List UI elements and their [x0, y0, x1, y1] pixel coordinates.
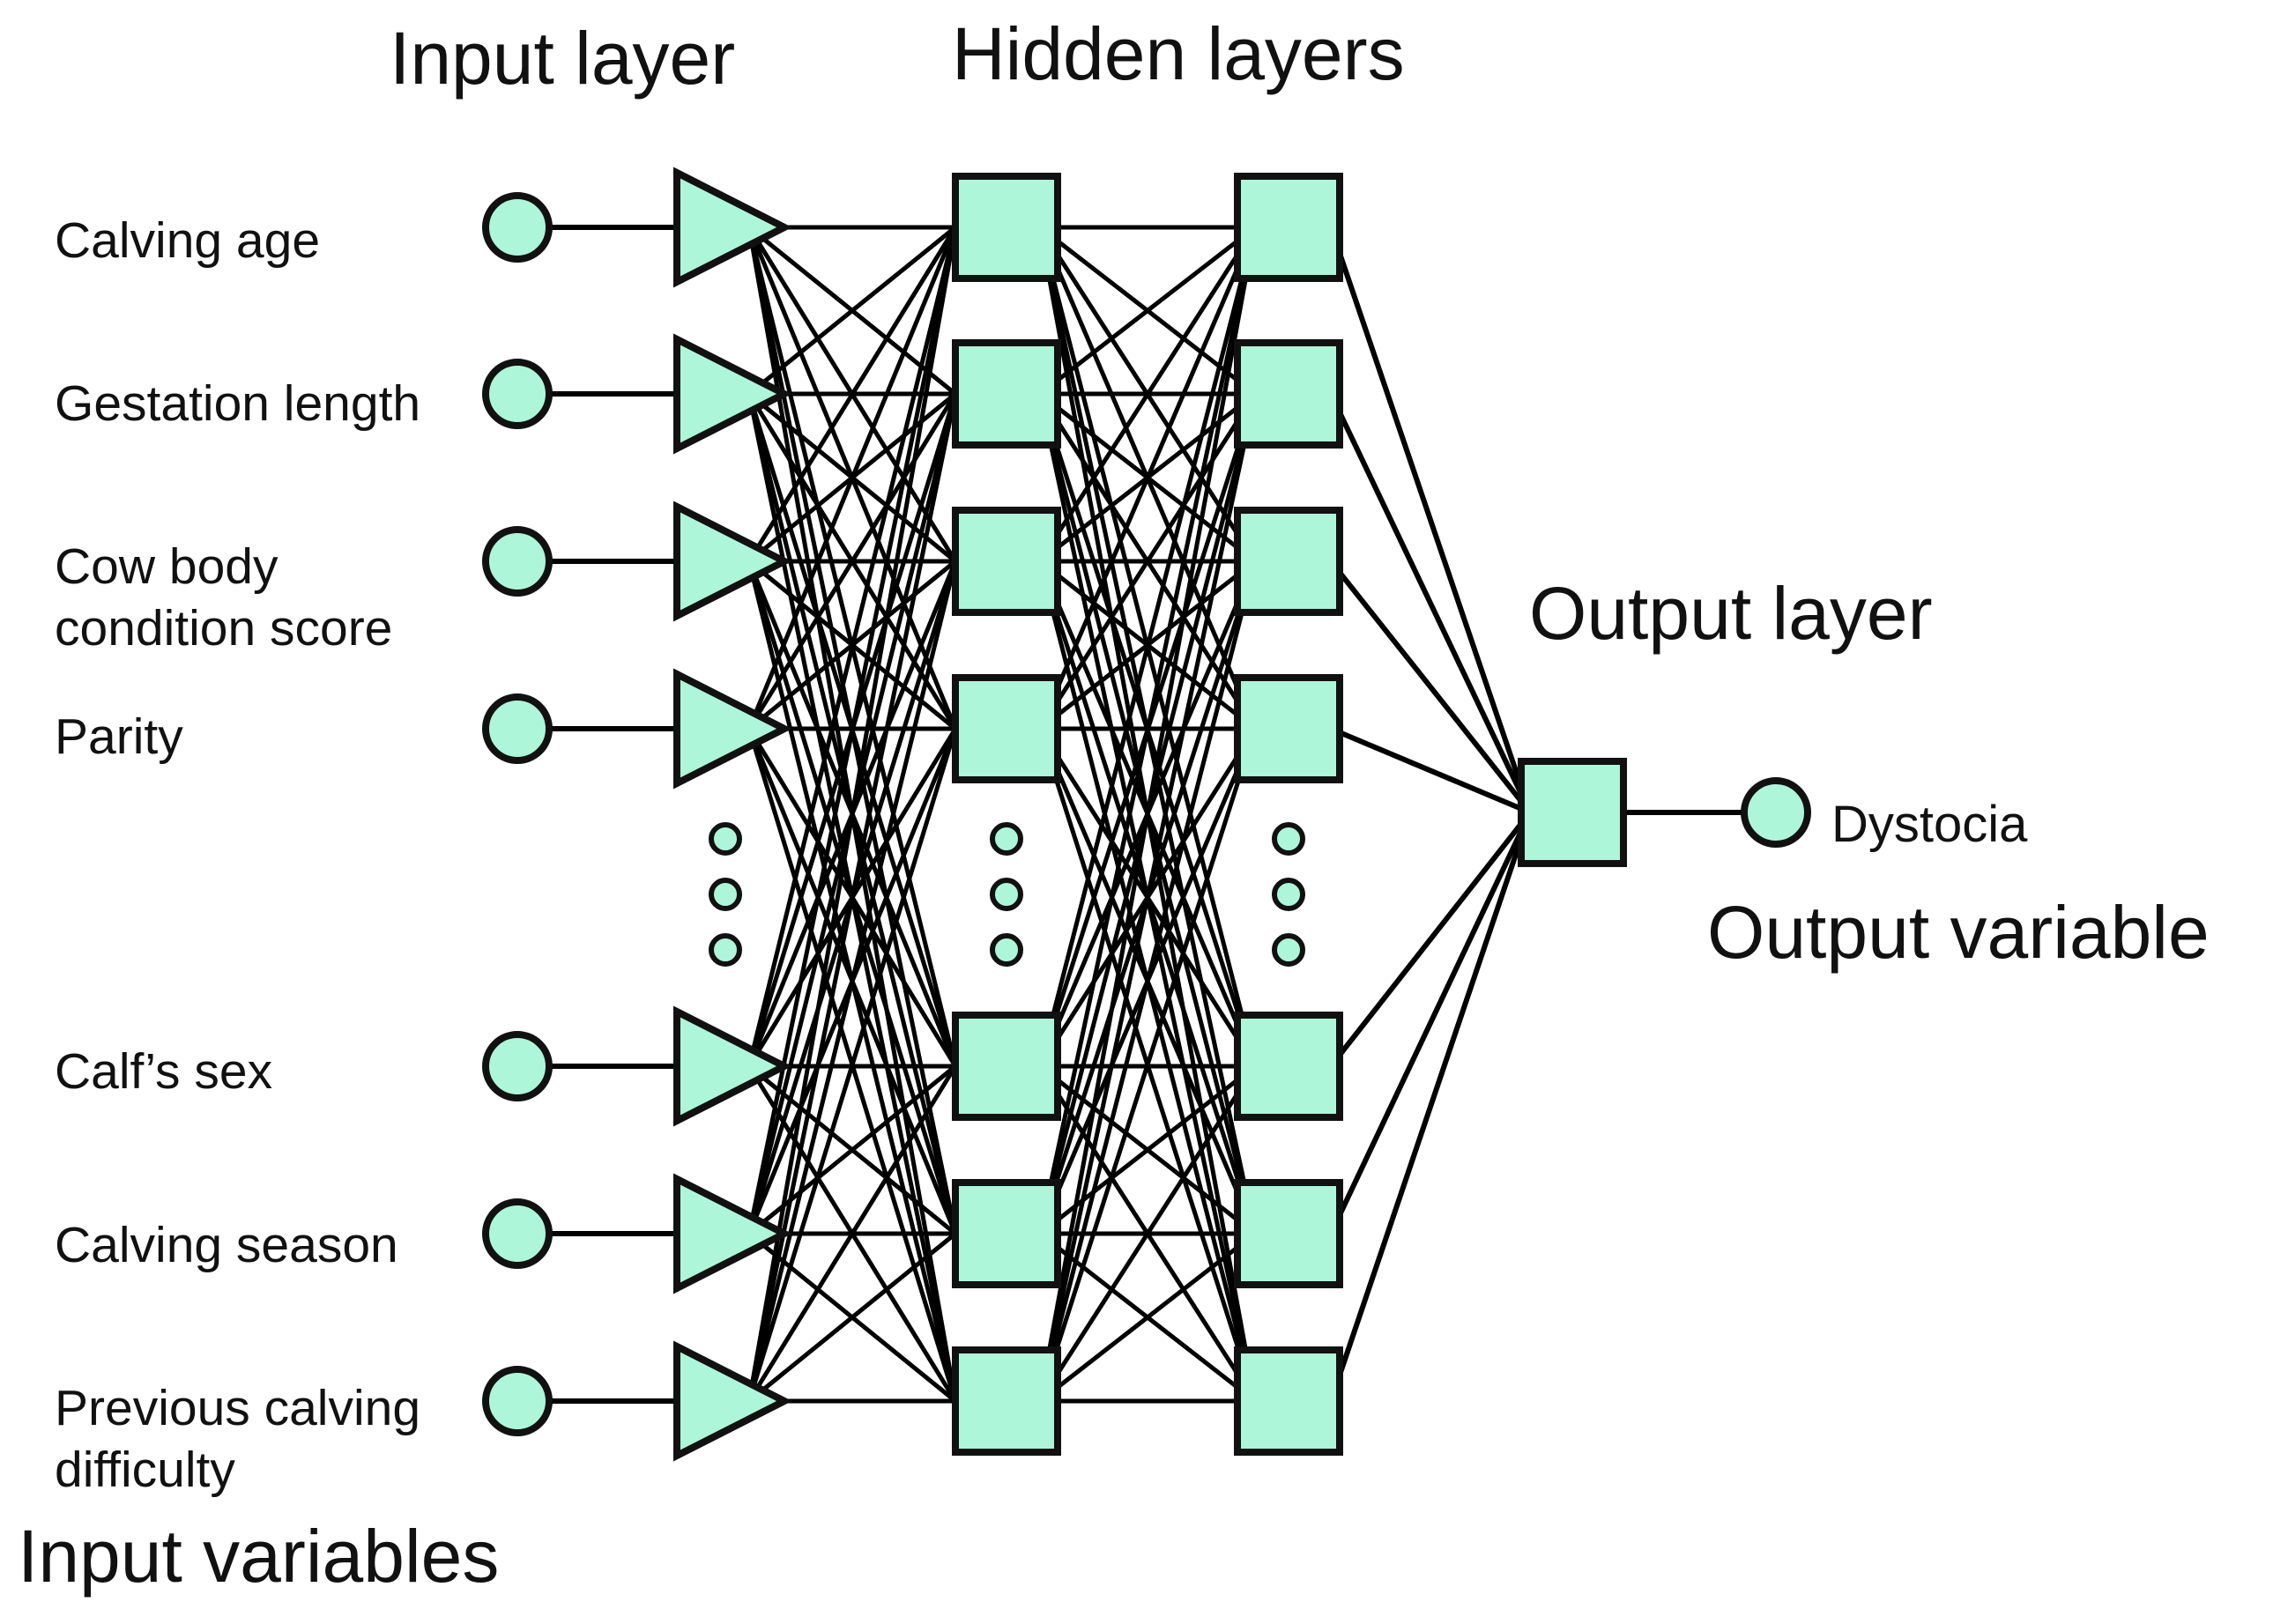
output-variable-node [1741, 777, 1811, 848]
ellipsis-dot-1-2 [709, 878, 742, 911]
input-label-5-line-1: Calf’s sex [55, 1043, 272, 1100]
ellipsis-dot-2-1 [990, 822, 1023, 856]
edge-h1n4-h2n1 [1037, 226, 1258, 730]
input-label-1: Calving age [55, 212, 320, 269]
edge-h1n3-h2n1 [1037, 226, 1258, 563]
input-node-2 [482, 359, 553, 429]
edge-h1n2-h2n1 [1038, 226, 1257, 396]
edge-tri2-h1n1 [747, 226, 957, 396]
edge-h1n7-h2n3 [1037, 560, 1258, 1402]
input-layer-neuron-2 [673, 333, 792, 455]
ellipsis-dot-3-1 [1272, 822, 1305, 856]
ellipsis-dot-3-2 [1272, 878, 1305, 911]
input-node-6 [482, 1198, 553, 1269]
edge-h2n6-out [1328, 811, 1533, 1235]
edge-tri5-h1n1 [747, 226, 958, 1067]
input-label-1-line-1: Calving age [55, 212, 320, 269]
input-layer-neuron-3 [673, 501, 792, 622]
input-label-2: Gestation length [55, 375, 420, 432]
input-node-1 [482, 192, 553, 263]
input-node-7 [482, 1366, 553, 1436]
hidden-layer-1-neuron-2 [952, 339, 1061, 449]
output-layer-title: Output layer [1529, 572, 1933, 655]
edge-tri7-h1n6 [747, 1232, 957, 1403]
hidden-layer-2-neuron-1 [1234, 173, 1343, 282]
edge-h1n7-h2n1 [1037, 226, 1258, 1402]
edge-h2n2-out [1328, 392, 1533, 814]
hidden-layer-2-neuron-4 [1234, 674, 1343, 783]
edge-h1n6-h2n1 [1037, 226, 1258, 1235]
edge-h2n1-out [1328, 226, 1533, 813]
edge-h2n4-out [1329, 726, 1532, 815]
input-node-3 [482, 526, 553, 597]
edge-h1n5-h2n1 [1037, 226, 1258, 1067]
edge-tri3-h1n1 [747, 226, 958, 563]
hidden-layer-1-neuron-7 [952, 1346, 1061, 1456]
input-layer-neuron-1 [673, 167, 792, 288]
hidden-layer-1-neuron-3 [952, 507, 1061, 616]
edge-h1n7-h2n4 [1037, 728, 1258, 1402]
input-label-2-line-1: Gestation length [55, 375, 420, 432]
edge-tri7-h1n1 [747, 226, 958, 1402]
input-label-3-line-2: condition score [55, 600, 392, 656]
input-label-7-line-1: Previous calving [55, 1380, 420, 1436]
input-label-4: Parity [55, 708, 183, 765]
edge-tri7-h1n3 [747, 560, 958, 1402]
input-layer-title: Input layer [390, 17, 735, 100]
ellipsis-dot-1-3 [709, 933, 742, 967]
input-label-7: Previous calving difficulty [55, 1380, 420, 1498]
edge-h2n3-out [1328, 560, 1533, 814]
hidden-layer-1-neuron-4 [952, 674, 1061, 783]
input-label-3-line-1: Cow body [55, 538, 279, 595]
edge-h1n7-h2n6 [1038, 1232, 1257, 1403]
input-label-4-line-1: Parity [55, 708, 183, 765]
hidden-layer-1-neuron-5 [952, 1012, 1061, 1121]
edge-tri4-h1n1 [747, 226, 958, 730]
input-layer-neuron-5 [673, 1005, 792, 1127]
ellipsis-dots [709, 822, 1305, 967]
input-label-6-line-1: Calving season [55, 1217, 398, 1273]
edge-h2n5-out [1328, 811, 1533, 1068]
input-variables-title: Input variables [18, 1515, 499, 1598]
edge-h1n7-h2n2 [1037, 393, 1258, 1402]
ellipsis-dot-2-2 [990, 878, 1023, 911]
input-layer-neuron-7 [673, 1340, 792, 1462]
input-layer-neuron-6 [673, 1173, 792, 1294]
hidden-layer-2-neuron-3 [1234, 507, 1343, 616]
ellipsis-dot-3-3 [1272, 933, 1305, 967]
edge-tri4-h1n2 [747, 392, 958, 730]
hidden-layer-2-neuron-2 [1234, 339, 1343, 449]
input-label-6: Calving season [55, 1217, 398, 1273]
hidden-layer-2-neuron-6 [1234, 1179, 1343, 1288]
ellipsis-dot-1-1 [709, 822, 742, 856]
output-label-dystocia: Dystocia [1831, 796, 2028, 853]
edge-h1n7-h2n5 [1037, 1064, 1258, 1403]
hidden-layer-1-neuron-1 [952, 173, 1061, 282]
edge-tri7-h1n4 [747, 728, 958, 1402]
output-layer-neuron [1518, 758, 1627, 867]
network-connections [549, 225, 1744, 1404]
input-label-7-line-2: difficulty [55, 1442, 235, 1498]
input-layer-neuron-4 [673, 668, 792, 790]
output-variable-title: Output variable [1707, 891, 2210, 974]
input-node-4 [482, 693, 553, 764]
edge-h2n7-out [1328, 812, 1533, 1402]
hidden-layer-1-neuron-6 [952, 1179, 1061, 1288]
hidden-layer-2-neuron-5 [1234, 1012, 1343, 1121]
hidden-layers-title: Hidden layers [952, 12, 1405, 95]
network-nodes [482, 167, 1811, 1462]
input-node-5 [482, 1031, 553, 1101]
edge-tri7-h1n5 [747, 1064, 958, 1403]
input-label-5: Calf’s sex [55, 1043, 272, 1100]
hidden-layer-2-neuron-7 [1234, 1346, 1343, 1456]
edge-h1n4-h2n2 [1037, 392, 1258, 730]
ellipsis-dot-2-3 [990, 933, 1023, 967]
